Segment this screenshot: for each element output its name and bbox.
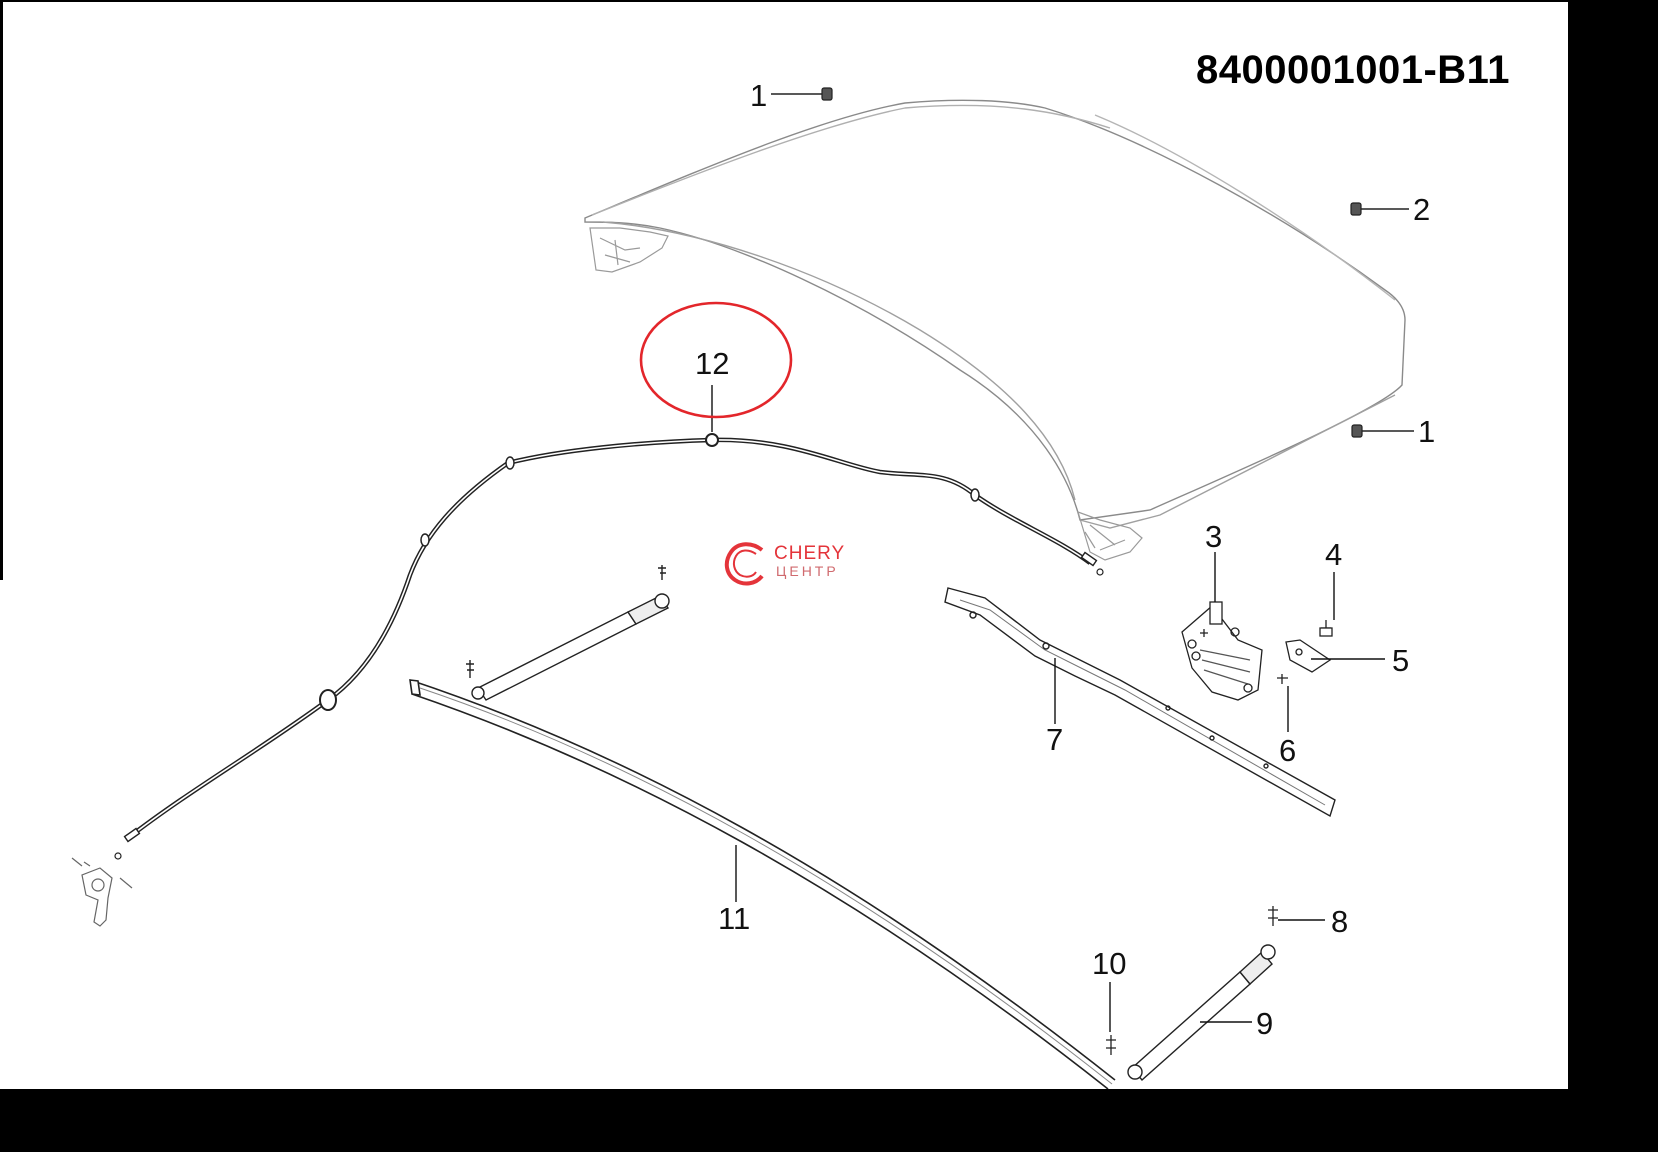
callout-8: 8	[1331, 904, 1349, 939]
hood-hinge-left	[589, 227, 669, 273]
bumper-part-2	[1350, 202, 1409, 216]
hood-lock-part-3	[1181, 601, 1263, 701]
diagram-drawing	[71, 87, 1414, 1089]
screw-part-6	[1277, 674, 1288, 684]
bolt-part-4	[1319, 620, 1333, 637]
callout-11: 11	[718, 901, 751, 936]
callout-1-right: 1	[1418, 414, 1436, 449]
parts-diagram: 8400001001-B11 1 2 1 3 4 5 6 7 8 9 10 11…	[0, 0, 1568, 1089]
hood-panel	[584, 99, 1406, 529]
callout-10: 10	[1092, 946, 1127, 981]
bolt-part-10	[1106, 1035, 1116, 1055]
callout-5: 5	[1392, 643, 1410, 678]
hood-hinge-right	[1077, 511, 1143, 561]
callout-2: 2	[1413, 192, 1431, 227]
seal-strip-part-11	[409, 679, 1116, 1089]
chery-logo-icon	[724, 542, 764, 586]
callout-9: 9	[1256, 1006, 1274, 1041]
highlight-ellipse	[639, 301, 793, 419]
gas-strut-upper	[466, 565, 670, 701]
part-number-title: 8400001001-B11	[1196, 48, 1510, 92]
bolt-part-8	[1268, 906, 1278, 926]
callout-1-top: 1	[750, 78, 768, 113]
callout-12: 12	[695, 346, 730, 381]
release-handle	[71, 857, 133, 927]
reinforcement-rail-part-7	[944, 587, 1336, 818]
watermark-subtitle: ЦЕНТР	[776, 563, 839, 579]
callout-6: 6	[1279, 733, 1297, 768]
watermark-brand: CHERY	[774, 543, 846, 564]
release-cable-part-12	[114, 433, 1104, 860]
gas-strut-part-9	[1127, 944, 1276, 1082]
bumper-part-1-right	[1351, 424, 1414, 438]
callout-4: 4	[1325, 537, 1343, 572]
callout-7: 7	[1046, 722, 1064, 757]
bumper-part-1-top	[771, 87, 833, 101]
callout-3: 3	[1205, 519, 1223, 554]
bracket-part-5	[1285, 639, 1332, 673]
leader-lines	[711, 385, 1385, 1032]
